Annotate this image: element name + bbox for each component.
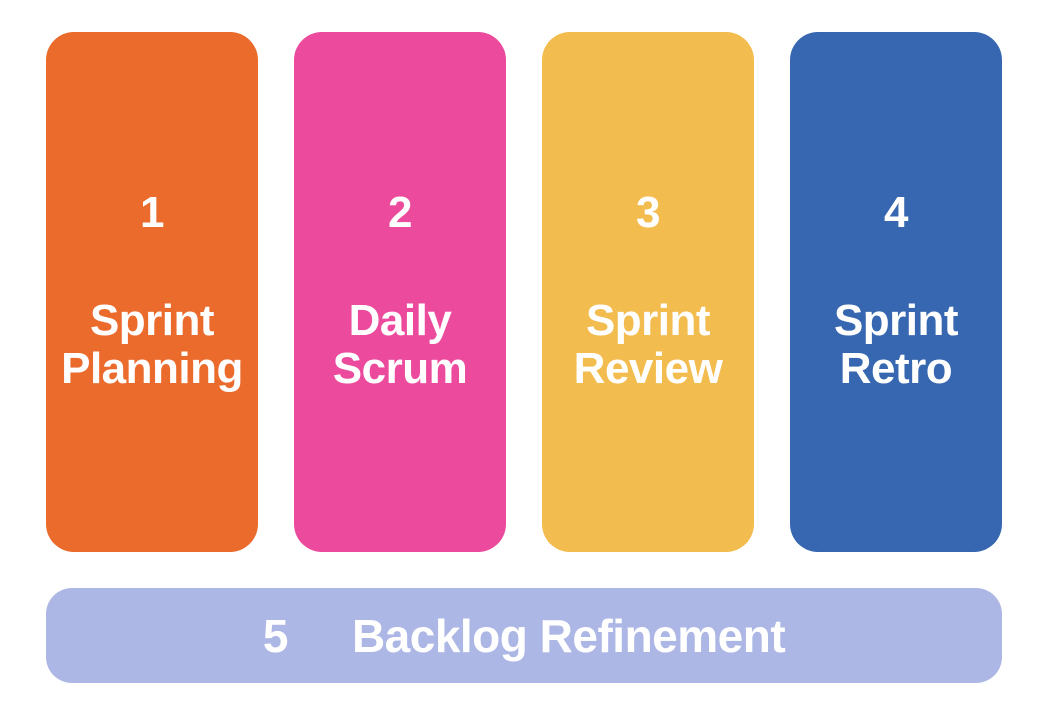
- backlog-refinement-bar: 5 Backlog Refinement: [46, 588, 1002, 683]
- event-card-sprint-planning: 1 Sprint Planning: [46, 32, 258, 552]
- event-label: Sprint Planning: [61, 297, 243, 393]
- event-card-sprint-retro: 4 Sprint Retro: [790, 32, 1002, 552]
- bar-number: 5: [262, 609, 289, 662]
- event-number: 4: [884, 188, 908, 237]
- event-label-line2: Planning: [61, 344, 243, 393]
- event-card-daily-scrum: 2 Daily Scrum: [294, 32, 506, 552]
- event-label-line1: Sprint: [833, 296, 959, 345]
- event-label-line2: Retro: [839, 344, 953, 393]
- event-card-sprint-review: 3 Sprint Review: [542, 32, 754, 552]
- event-label-line1: Daily: [348, 296, 452, 345]
- event-label-line1: Sprint: [585, 296, 711, 345]
- event-label-line1: Sprint: [89, 296, 215, 345]
- event-number: 1: [140, 188, 164, 237]
- event-label: Sprint Review: [574, 297, 723, 393]
- event-number: 3: [636, 188, 660, 237]
- event-label: Daily Scrum: [332, 296, 468, 393]
- event-number: 2: [388, 188, 412, 237]
- bar-label: Backlog Refinement: [351, 609, 786, 662]
- event-label-line2: Scrum: [332, 344, 468, 393]
- event-label: Sprint Retro: [833, 296, 959, 393]
- event-label-line2: Review: [573, 344, 723, 393]
- events-row: 1 Sprint Planning 2 Daily Scrum 3 Sprint…: [46, 32, 1002, 552]
